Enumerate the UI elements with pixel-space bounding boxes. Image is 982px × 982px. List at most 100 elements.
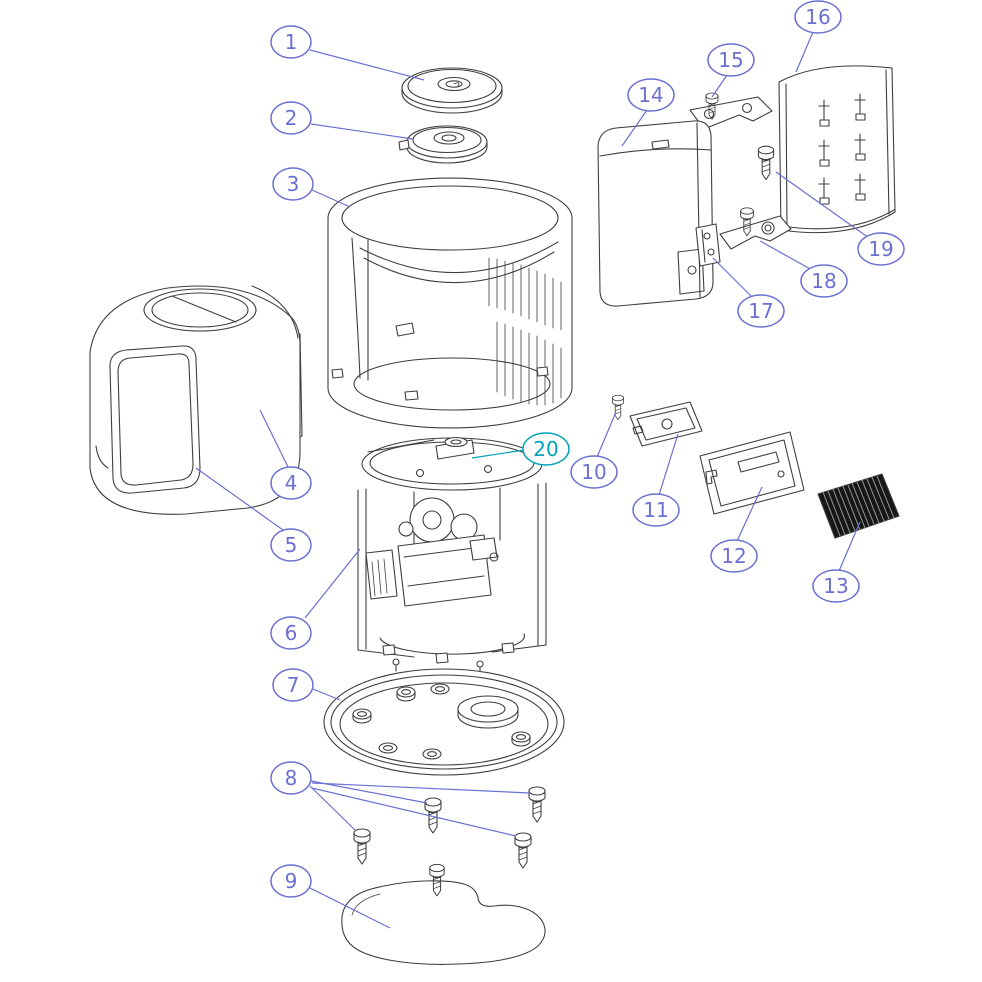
callout-15-number: 15	[718, 48, 743, 72]
callout-7-leader-line	[312, 688, 341, 701]
callout-7-bubble	[272, 668, 314, 702]
callout-14-leader-line	[621, 109, 648, 147]
callout-17-bubble	[737, 294, 785, 328]
callout-9-leader-line	[309, 887, 391, 929]
callout-10-bubble	[570, 455, 618, 489]
callout-10-number: 10	[581, 460, 606, 484]
part-12-frame-drawing	[699, 431, 805, 515]
callout-15: 15	[707, 43, 755, 98]
part-13-grille-drawing	[817, 473, 900, 539]
callout-12-number: 12	[721, 544, 746, 568]
part-9-bottom-cover-drawing	[341, 863, 546, 965]
callout-8-leader-line	[309, 785, 357, 832]
callout-9-number: 9	[285, 869, 298, 893]
part-11-plate-drawing	[629, 401, 703, 447]
callout-7-number: 7	[287, 673, 300, 697]
callout-12: 12	[710, 486, 763, 573]
callout-19-leader-line	[775, 171, 870, 239]
callout-15-bubble	[707, 43, 755, 77]
callout-2-number: 2	[285, 106, 298, 130]
callout-18: 18	[759, 240, 848, 298]
callout-8-bubble	[270, 761, 312, 795]
callout-17: 17	[712, 257, 785, 328]
callout-12-bubble	[710, 539, 758, 573]
callout-4: 4	[259, 409, 312, 500]
callout-18-bubble	[800, 264, 848, 298]
callout-1: 1	[270, 25, 425, 81]
callout-1-number: 1	[285, 30, 298, 54]
callout-9: 9	[270, 864, 391, 929]
callout-6-leader-line	[304, 548, 361, 619]
callout-8: 8	[270, 761, 531, 837]
callout-13-leader-line	[838, 521, 861, 572]
callout-7: 7	[272, 668, 341, 702]
callout-1-leader-line	[309, 49, 425, 81]
callout-14-number: 14	[638, 83, 663, 107]
callout-1-bubble	[270, 25, 312, 59]
callout-11-leader-line	[658, 433, 679, 496]
callout-17-leader-line	[712, 257, 755, 300]
part-1-lid-cap-drawing	[401, 67, 503, 114]
callout-13-bubble	[812, 569, 860, 603]
part-14-side-door-drawing	[597, 120, 714, 307]
callout-10: 10	[570, 411, 618, 489]
callout-13-number: 13	[823, 574, 848, 598]
callout-6-bubble	[270, 616, 312, 650]
callout-18-number: 18	[811, 269, 836, 293]
callout-19: 19	[775, 171, 905, 266]
callout-3-number: 3	[287, 172, 300, 196]
callout-10-leader-line	[596, 411, 617, 458]
callout-2-leader-line	[310, 123, 414, 140]
callout-19-number: 19	[868, 237, 893, 261]
callout-6-number: 6	[285, 621, 298, 645]
callout-16-number: 16	[805, 5, 830, 29]
callout-8-number: 8	[285, 766, 298, 790]
callout-5: 5	[195, 467, 312, 562]
callout-20-bubble	[522, 432, 570, 466]
callout-6: 6	[270, 548, 361, 650]
part-6-motor-assembly-drawing	[357, 436, 547, 674]
callout-2-bubble	[270, 101, 312, 135]
callout-5-number: 5	[285, 533, 298, 557]
part-18-bracket-drawing	[719, 207, 792, 250]
callout-8-leader-line	[311, 787, 517, 837]
callout-4-number: 4	[285, 471, 298, 495]
callout-12-leader-line	[736, 486, 763, 542]
callout-2: 2	[270, 101, 414, 140]
callout-13: 13	[812, 521, 861, 603]
callout-18-leader-line	[759, 240, 813, 271]
callout-3: 3	[272, 167, 351, 208]
callout-16: 16	[794, 0, 842, 73]
callout-14-bubble	[627, 78, 675, 112]
callout-5-bubble	[270, 528, 312, 562]
callout-8-leader-line	[310, 780, 428, 804]
callout-9-bubble	[270, 864, 312, 898]
part-3-main-housing-drawing	[327, 177, 573, 429]
part-8-screws-drawing	[353, 786, 546, 869]
part-7-base-plate-drawing	[323, 668, 565, 776]
callout-16-bubble	[794, 0, 842, 34]
callout-17-number: 17	[748, 299, 773, 323]
callout-19-bubble	[857, 232, 905, 266]
callout-3-bubble	[272, 167, 314, 201]
callout-14: 14	[621, 78, 675, 147]
callout-4-bubble	[270, 466, 312, 500]
callout-8-leader-line	[311, 782, 531, 794]
callout-16-leader-line	[795, 31, 814, 73]
part-5-outer-shell-drawing	[89, 285, 301, 515]
part-2-inner-cap-drawing	[398, 125, 488, 164]
callout-4-leader-line	[259, 409, 289, 468]
callout-15-leader-line	[711, 74, 728, 98]
part-16-rear-panel-drawing	[778, 65, 896, 234]
callout-20: 20	[471, 432, 570, 466]
callout-3-leader-line	[311, 189, 351, 208]
callout-11-bubble	[632, 493, 680, 527]
callout-11: 11	[632, 433, 680, 527]
callout-5-leader-line	[195, 467, 284, 531]
callout-11-number: 11	[643, 498, 668, 522]
part-19-screw-drawing	[757, 145, 775, 180]
part-17-hinge-drawing	[695, 223, 721, 267]
